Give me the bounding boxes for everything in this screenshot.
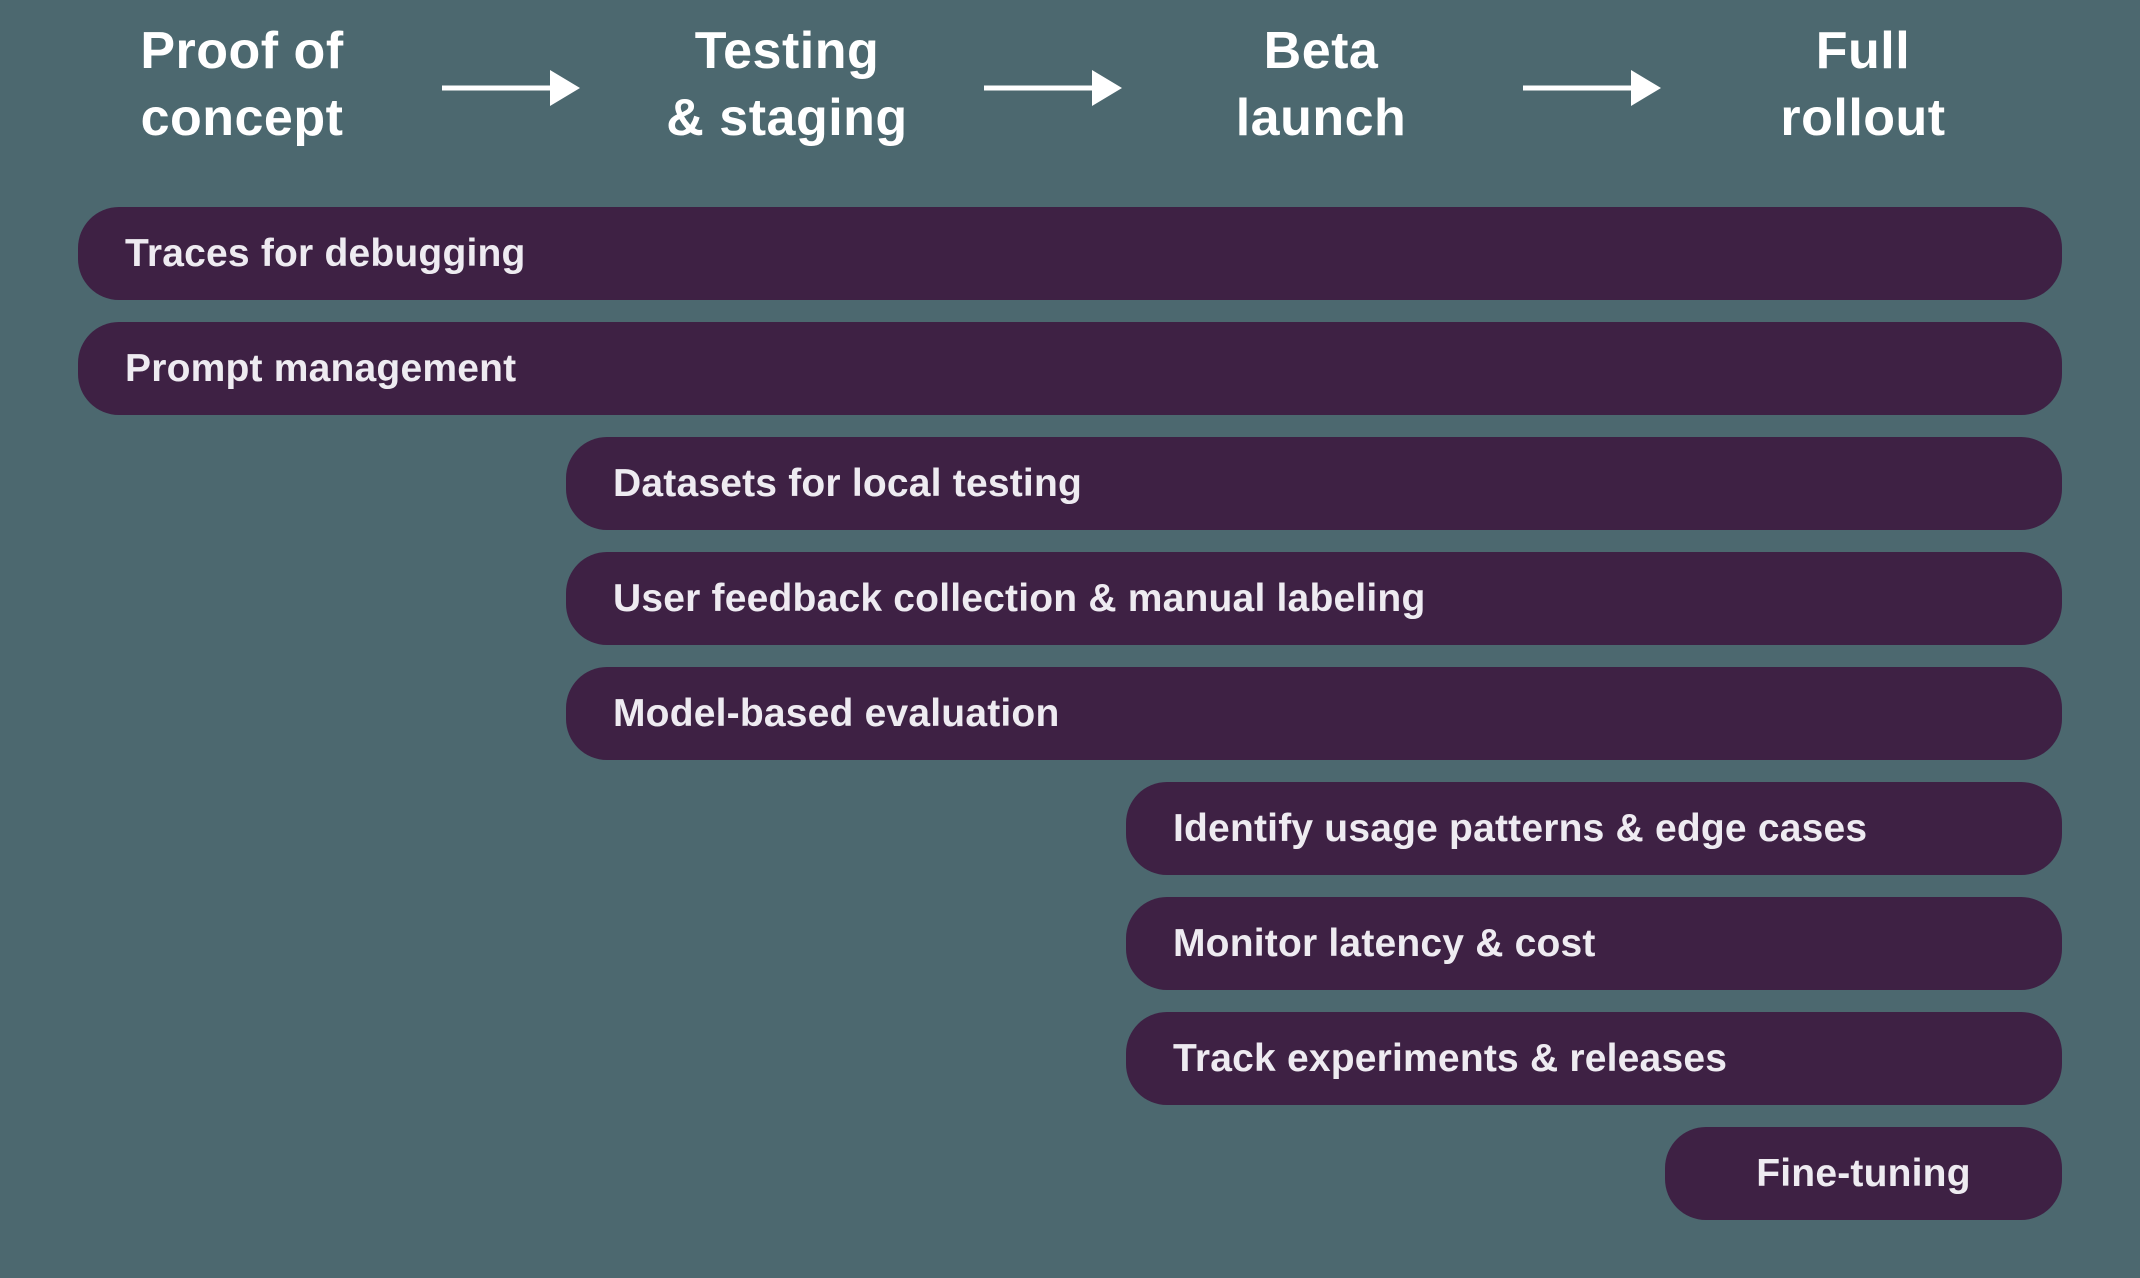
stage-testing-staging: Testing & staging [557,18,1017,152]
arrow-right-icon [1523,68,1661,108]
bar-datasets-for-local-testing: Datasets for local testing [566,437,2062,530]
bar-traces-for-debugging: Traces for debugging [78,207,2062,300]
stage-label-line: concept [140,89,344,147]
stage-label-line: Beta [1263,22,1379,80]
stage-label-line: rollout [1780,89,1946,147]
stage-label-line: launch [1235,89,1407,147]
bar-track-experiments-releases: Track experiments & releases [1126,1012,2062,1105]
arrow-right-icon [984,68,1122,108]
stage-label-line: Testing [694,22,880,80]
bar-user-feedback-collection: User feedback collection & manual labeli… [566,552,2062,645]
stage-label-line: Full [1815,22,1911,80]
stage-proof-of-concept: Proof of concept [12,18,472,152]
bar-monitor-latency-cost: Monitor latency & cost [1126,897,2062,990]
stage-label-line: & staging [666,89,908,147]
stage-beta-launch: Beta launch [1091,18,1551,152]
bar-fine-tuning: Fine-tuning [1665,1127,2062,1220]
bar-model-based-evaluation: Model-based evaluation [566,667,2062,760]
arrow-right-icon [442,68,580,108]
stage-full-rollout: Full rollout [1633,18,2093,152]
bar-prompt-management: Prompt management [78,322,2062,415]
bar-identify-usage-patterns: Identify usage patterns & edge cases [1126,782,2062,875]
stage-label-line: Proof of [140,22,344,80]
